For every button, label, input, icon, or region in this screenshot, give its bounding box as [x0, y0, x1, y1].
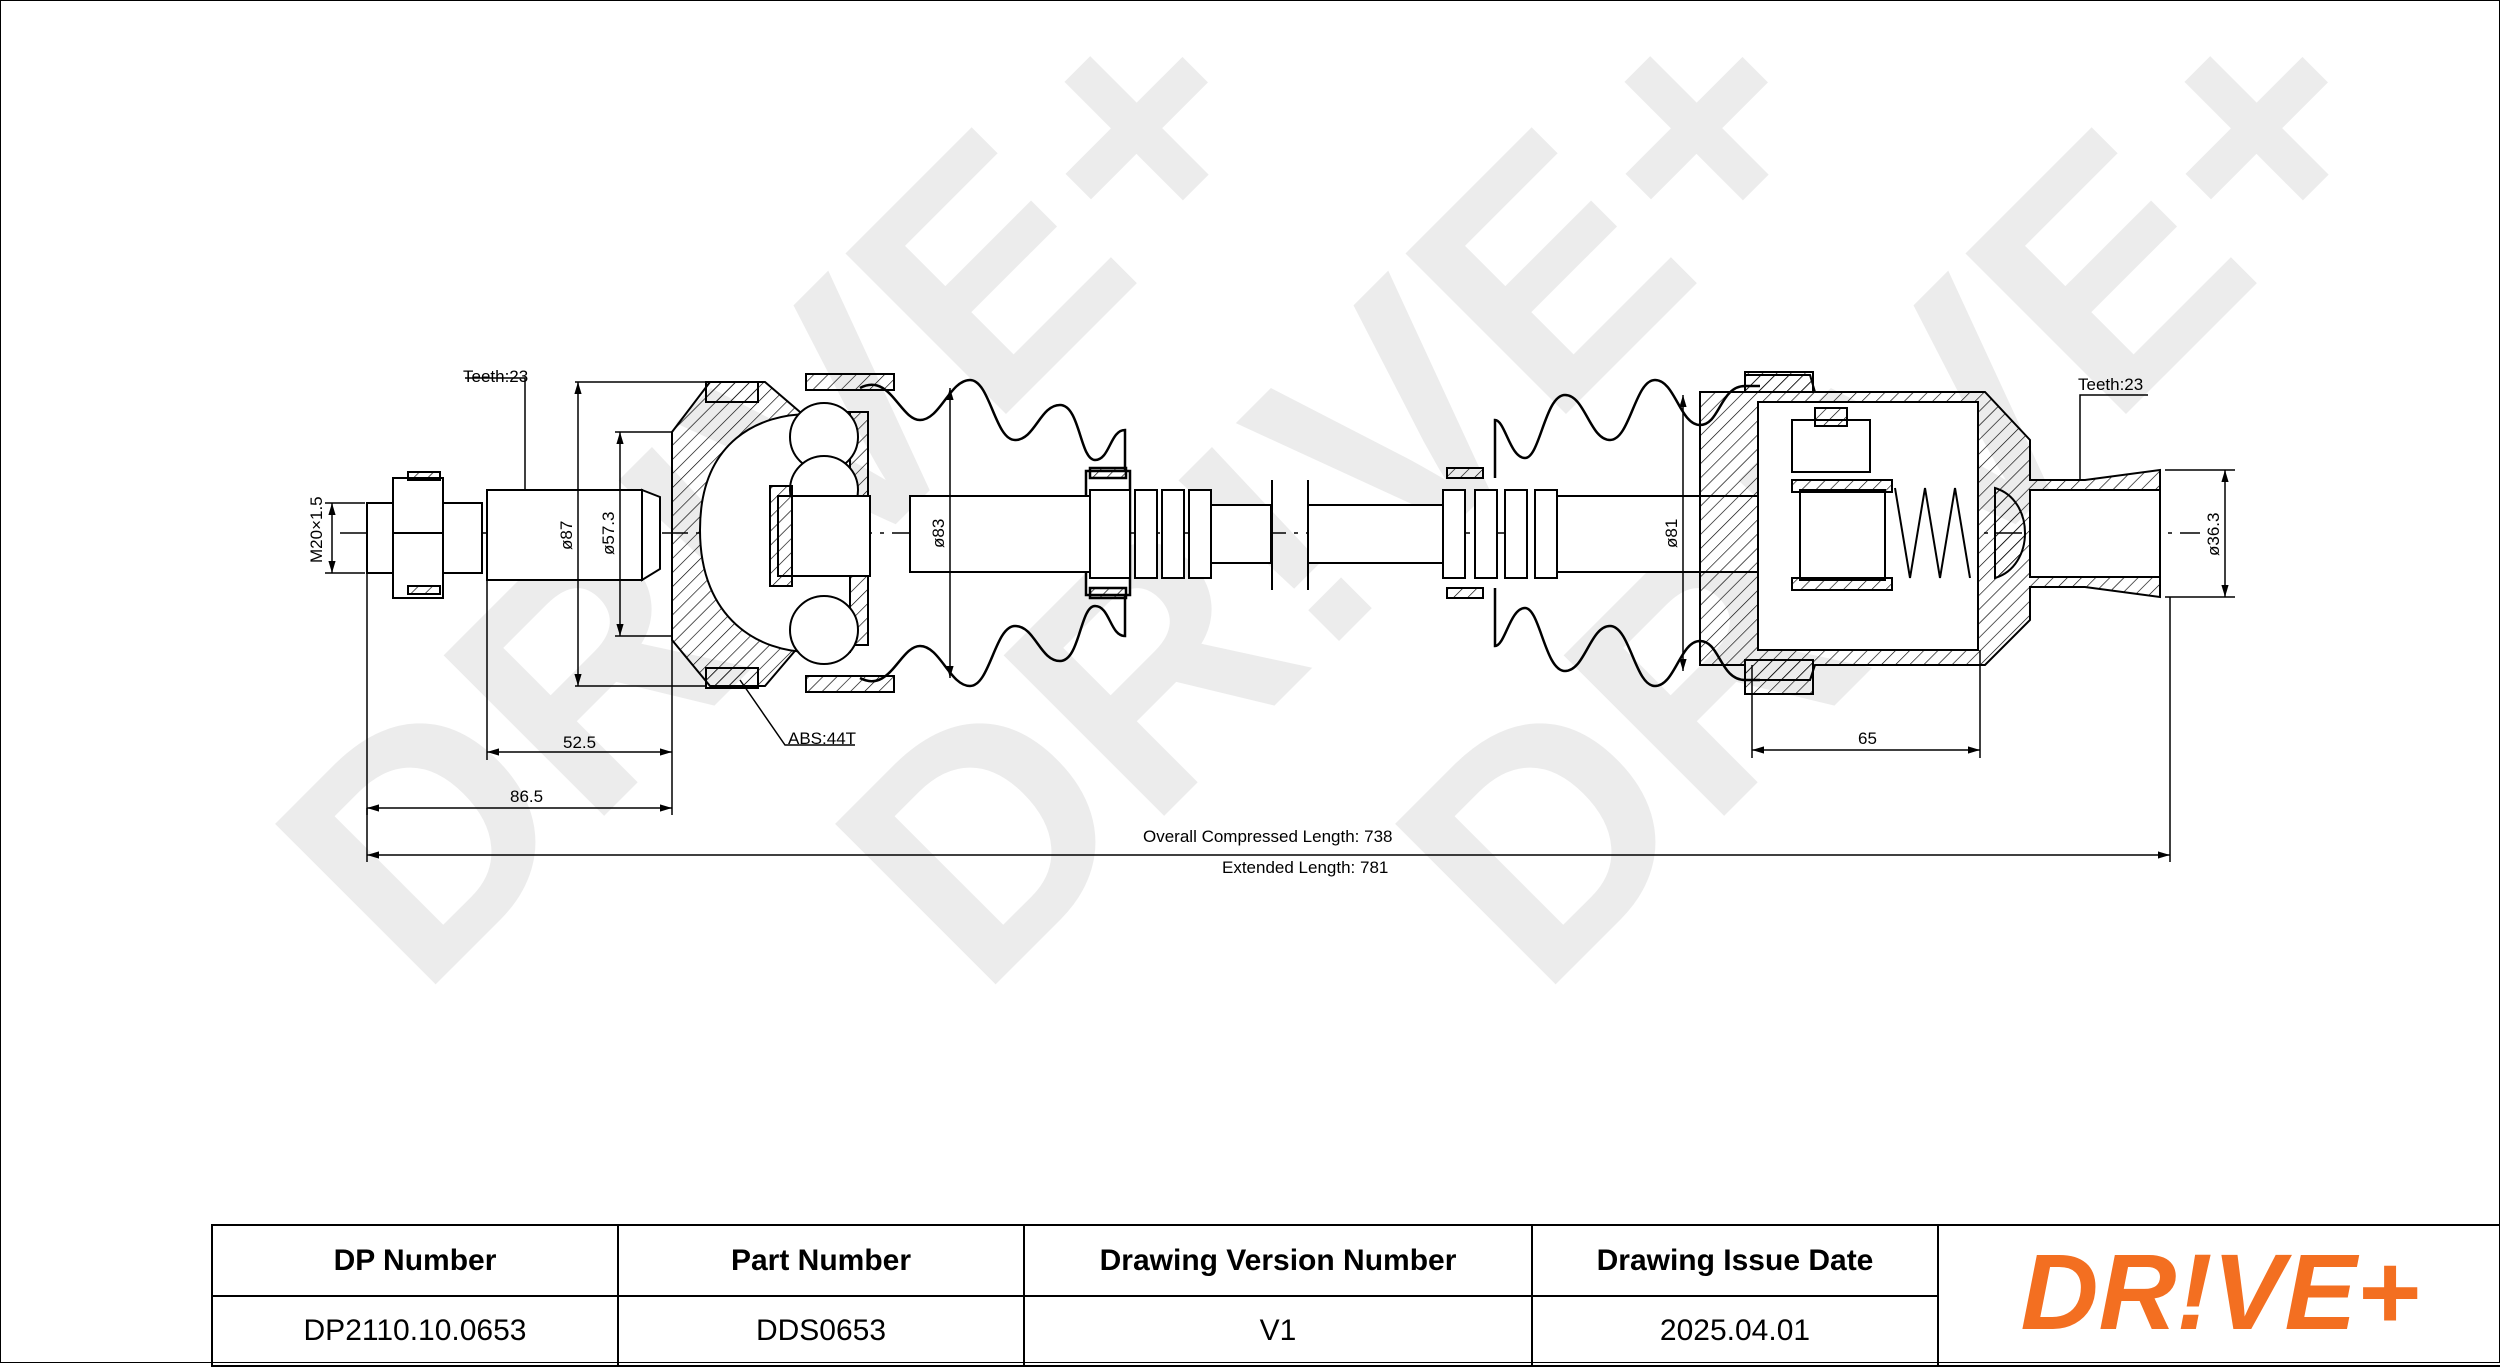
compressed-length-label: Overall Compressed Length: 738	[1143, 827, 1392, 846]
dp-number-value: DP2110.10.0653	[211, 1295, 619, 1367]
teeth-left-label: Teeth:23	[463, 367, 528, 386]
dim-65-label: 65	[1858, 729, 1877, 748]
brand-logo: DR!VE+	[2020, 1231, 2419, 1352]
dim-86-label: 86.5	[510, 787, 543, 806]
dimensions	[325, 377, 2235, 862]
header-part-number: Part Number	[617, 1224, 1025, 1297]
brand-logo-text: DR!VE+	[2020, 1231, 2419, 1352]
left-shaft	[909, 480, 1273, 590]
header-issue-date: Drawing Issue Date	[1531, 1224, 1939, 1297]
thread-label: M20×1.5	[307, 496, 326, 563]
abs-label: ABS:44T	[788, 729, 856, 748]
dia-87-label: ø87	[557, 521, 576, 550]
title-block: DP Number Part Number Drawing Version Nu…	[211, 1224, 2500, 1367]
header-drawing-version: Drawing Version Number	[1023, 1224, 1533, 1297]
dia-83-label: ø83	[929, 519, 948, 548]
part-number-value: DDS0653	[617, 1295, 1025, 1367]
drawing-version-value: V1	[1023, 1295, 1533, 1367]
header-dp-number: DP Number	[211, 1224, 619, 1297]
extended-length-label: Extended Length: 781	[1222, 858, 1388, 877]
left-cv-joint	[671, 373, 895, 693]
dimension-labels: Teeth:23 Teeth:23 M20×1.5 ø87 ø57.3 ø83 …	[307, 367, 2223, 877]
right-tripod-joint	[1699, 371, 2161, 695]
issue-date-value: 2025.04.01	[1531, 1295, 1939, 1367]
dia-57-label: ø57.3	[599, 512, 618, 555]
brand-logo-cell: DR!VE+	[1937, 1224, 2500, 1367]
dia-81-label: ø81	[1662, 519, 1681, 548]
dim-52-label: 52.5	[563, 733, 596, 752]
dia-36-label: ø36.3	[2204, 513, 2223, 556]
teeth-right-label: Teeth:23	[2078, 375, 2143, 394]
left-stub	[366, 471, 661, 599]
